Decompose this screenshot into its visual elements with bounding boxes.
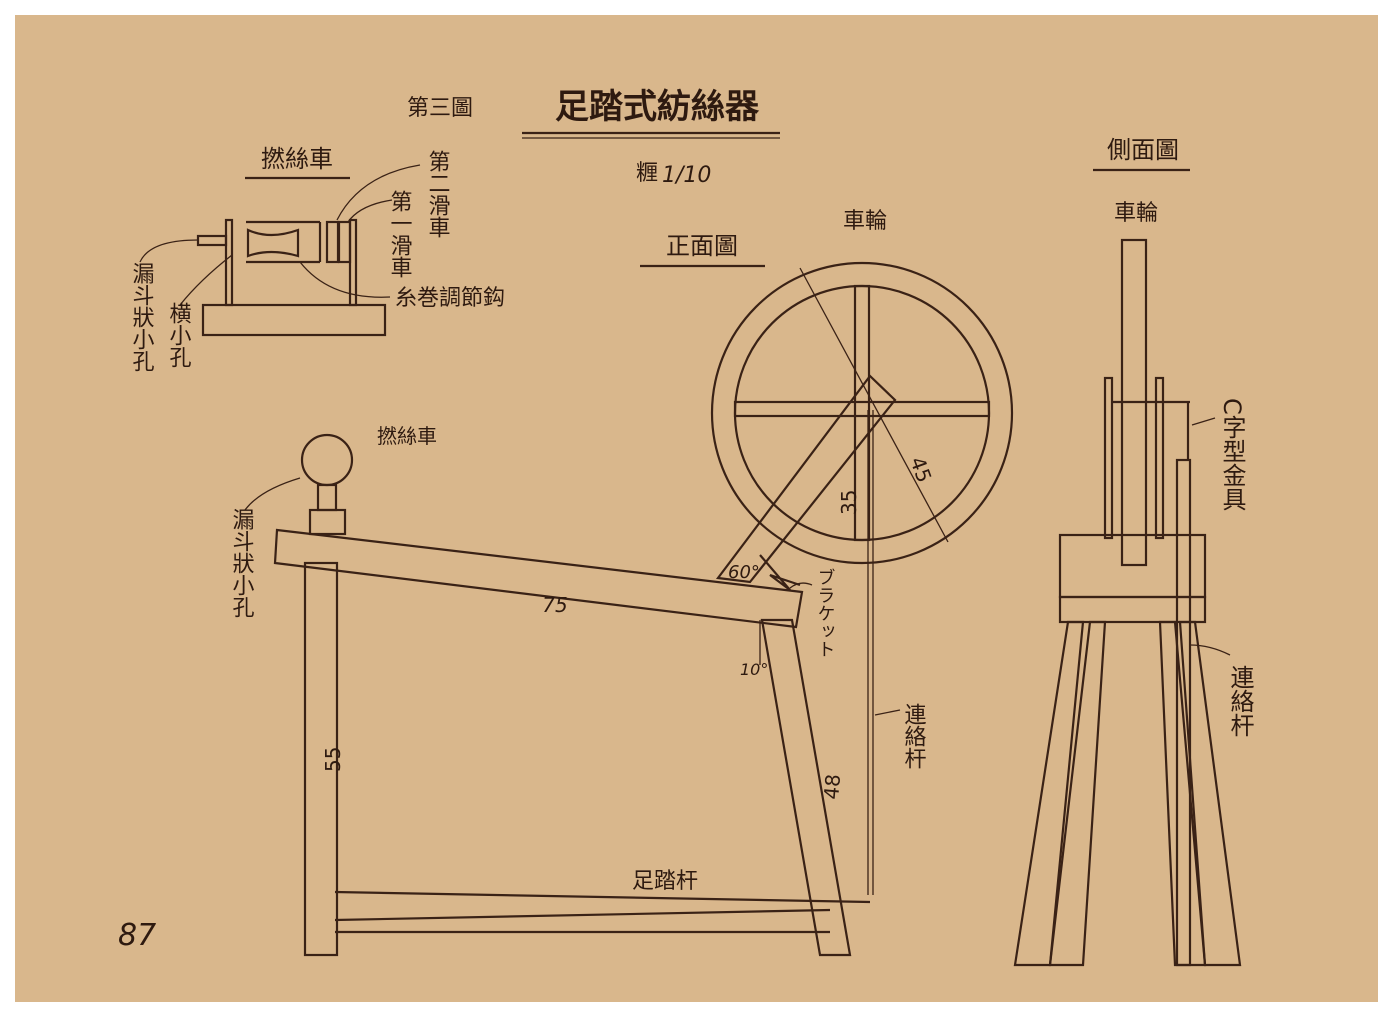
label-c-fitting: C字型金具: [1218, 398, 1246, 511]
label-side-connecting-rod: 連絡杆: [1226, 665, 1254, 737]
figure-number: 第三圖: [407, 96, 473, 121]
dim-arm: 35: [837, 490, 861, 515]
label-winding-hook: 糸巻調節鈎: [395, 286, 505, 311]
label-connecting-rod: 連絡杆: [901, 703, 927, 769]
side-view-heading: 側面圖: [1107, 136, 1179, 164]
paper: [15, 15, 1378, 1002]
detail-heading: 撚絲車: [261, 145, 333, 173]
dim-bench: 75: [542, 593, 567, 617]
title-underline: [522, 131, 780, 139]
label-first-pulley: 第一滑車: [387, 190, 413, 278]
scale-value: 1/10: [662, 163, 711, 188]
label-side-hole: 横小孔: [166, 302, 192, 368]
label-treadle: 足踏杆: [632, 869, 698, 894]
dim-arm-angle: 60°: [728, 562, 760, 583]
front-view-heading: 正面圖: [666, 232, 738, 260]
dim-right-leg: 48: [819, 773, 845, 800]
label-second-pulley: 第二滑車: [425, 150, 451, 238]
label-funnel-hole: 漏斗狀小孔: [129, 262, 155, 372]
front-view-drawing: [244, 261, 1014, 957]
page-number: 87: [118, 918, 156, 953]
label-bracket: ブラケット: [815, 568, 836, 658]
dim-left-leg: 55: [321, 747, 345, 772]
scale-unit: 糎: [636, 161, 658, 186]
label-funnel-hole-front: 漏斗狀小孔: [229, 508, 255, 618]
dim-leg-angle: 10°: [740, 660, 768, 679]
label-side-wheel: 車輪: [1114, 201, 1158, 226]
label-twisting-wheel: 撚絲車: [377, 424, 437, 448]
twisting-wheel-detail-drawing: [139, 164, 421, 337]
side-view-drawing: [1013, 238, 1242, 967]
page-title: 足踏式紡絲器: [555, 87, 760, 127]
label-wheel: 車輪: [843, 209, 887, 234]
